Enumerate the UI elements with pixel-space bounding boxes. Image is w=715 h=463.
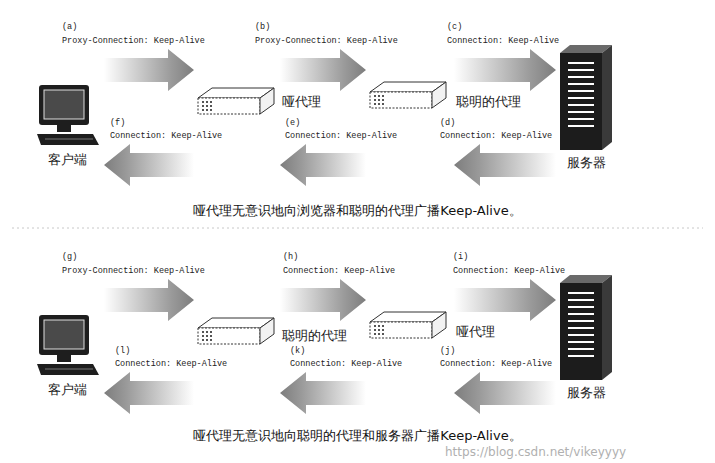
server-icon <box>560 45 612 150</box>
client-icon <box>37 315 99 375</box>
header-label: Proxy-Connection: Keep-Alive <box>255 36 398 46</box>
node-label: 客户端 <box>48 382 87 398</box>
header-label: Proxy-Connection: Keep-Alive <box>62 36 205 46</box>
message-arrow <box>104 144 194 186</box>
header-label: Connection: Keep-Alive <box>290 359 402 369</box>
node-shape <box>198 316 276 346</box>
message-arrow <box>104 49 194 91</box>
node-shape <box>35 85 100 147</box>
server-node: 服务器 <box>560 275 612 380</box>
callout-letter: (b) <box>255 22 270 32</box>
header-label: Connection: Keep-Alive <box>110 131 222 141</box>
node-shape <box>370 310 450 340</box>
header-label: Proxy-Connection: Keep-Alive <box>62 266 205 276</box>
callout-letter: (h) <box>283 252 298 262</box>
node-label: 服务器 <box>567 155 606 171</box>
header-label: Connection: Keep-Alive <box>440 131 552 141</box>
message-arrow <box>280 279 366 321</box>
header-label: Connection: Keep-Alive <box>447 36 559 46</box>
node-shape <box>370 80 450 110</box>
proxy-icon <box>370 312 446 338</box>
message-arrow <box>104 279 194 321</box>
node-shape <box>198 86 276 116</box>
node-label: 聪明的代理 <box>456 94 521 110</box>
message-arrow <box>454 372 556 414</box>
callout-letter: (g) <box>62 252 77 262</box>
message-arrow <box>454 49 556 91</box>
proxy-icon <box>198 318 274 344</box>
node-shape <box>560 275 612 380</box>
proxy-box: 聪明的代理 <box>370 80 450 110</box>
header-label: Connection: Keep-Alive <box>283 266 395 276</box>
proxy-box: 哑代理 <box>198 86 276 116</box>
node-shape <box>35 315 100 377</box>
node-label: 聪明的代理 <box>282 328 347 344</box>
node-shape <box>560 45 612 150</box>
callout-letter: (f) <box>110 118 125 128</box>
message-arrow <box>280 49 366 91</box>
proxy-icon <box>370 82 446 108</box>
client-node: 客户端 <box>35 315 100 377</box>
proxy-icon <box>198 88 274 114</box>
watermark: https://blog.csdn.net/vikeyyyy <box>445 445 626 459</box>
client-node: 客户端 <box>35 85 100 147</box>
server-icon <box>560 275 612 380</box>
panel-caption: 哑代理无意识地向聪明的代理和服务器广播Keep-Alive。 <box>0 428 715 444</box>
proxy-box: 哑代理 <box>370 310 450 340</box>
callout-letter: (e) <box>285 118 300 128</box>
callout-letter: (l) <box>115 346 130 356</box>
panel-separator <box>12 228 703 229</box>
callout-letter: (c) <box>447 22 462 32</box>
callout-letter: (a) <box>62 22 77 32</box>
callout-letter: (i) <box>453 252 468 262</box>
node-label: 服务器 <box>567 385 606 401</box>
header-label: Connection: Keep-Alive <box>115 359 227 369</box>
message-arrow <box>104 372 194 414</box>
header-label: Connection: Keep-Alive <box>453 266 565 276</box>
header-label: Connection: Keep-Alive <box>285 131 397 141</box>
panel-caption: 哑代理无意识地向浏览器和聪明的代理广播Keep-Alive。 <box>0 203 715 219</box>
message-arrow <box>454 279 556 321</box>
callout-letter: (d) <box>440 118 455 128</box>
callout-letter: (j) <box>440 346 455 356</box>
server-node: 服务器 <box>560 45 612 150</box>
header-label: Connection: Keep-Alive <box>440 359 552 369</box>
node-label: 哑代理 <box>282 94 321 110</box>
client-icon <box>37 85 99 145</box>
node-label: 哑代理 <box>456 324 495 340</box>
node-label: 客户端 <box>48 152 87 168</box>
message-arrow <box>280 372 366 414</box>
message-arrow <box>280 144 366 186</box>
callout-letter: (k) <box>290 346 305 356</box>
proxy-box: 聪明的代理 <box>198 316 276 346</box>
message-arrow <box>454 144 556 186</box>
